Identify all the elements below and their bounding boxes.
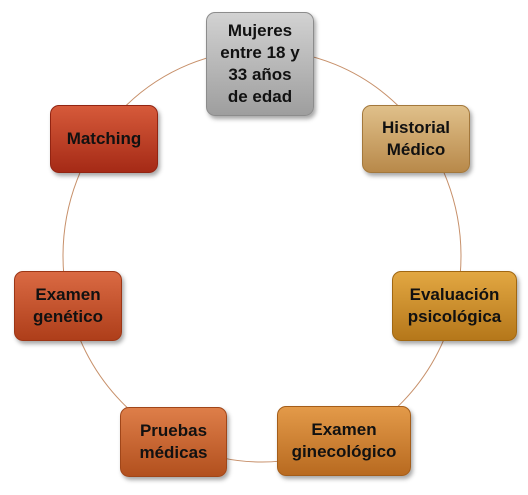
node-evaluacion-psicologica: Evaluación psicológica (392, 271, 517, 341)
node-mujeres-18-33: Mujeres entre 18 y 33 años de edad (206, 12, 314, 116)
node-examen-genetico: Examen genético (14, 271, 122, 341)
node-historial-medico: Historial Médico (362, 105, 470, 173)
node-pruebas-medicas: Pruebas médicas (120, 407, 227, 477)
node-matching: Matching (50, 105, 158, 173)
node-examen-ginecologico: Examen ginecológico (277, 406, 411, 476)
